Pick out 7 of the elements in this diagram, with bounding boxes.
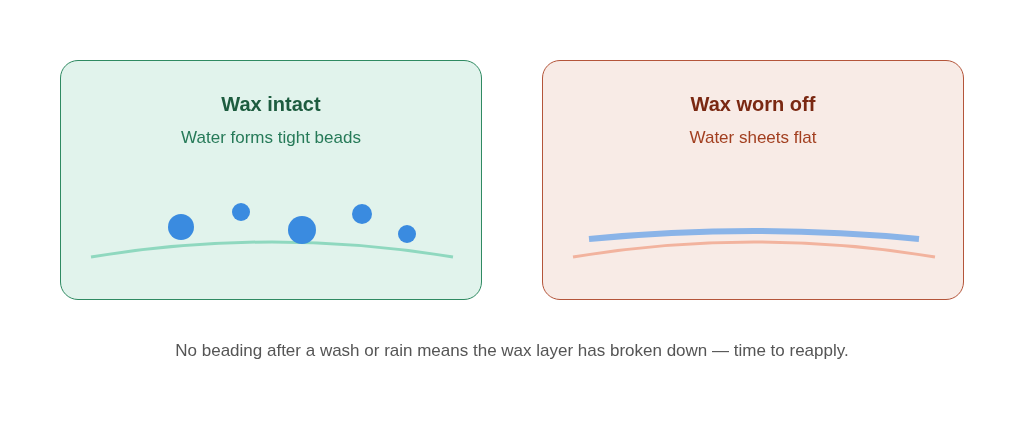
panel-title: Wax worn off [690, 92, 816, 117]
panel [60, 60, 482, 300]
panel-title: Wax intact [221, 92, 321, 117]
panel [542, 60, 964, 300]
caption: No beading after a wash or rain means the wax layer has broken down — time to reapply. [175, 340, 849, 362]
panel-subtitle: Water forms tight beads [181, 127, 361, 149]
panel-subtitle: Water sheets flat [689, 127, 817, 149]
